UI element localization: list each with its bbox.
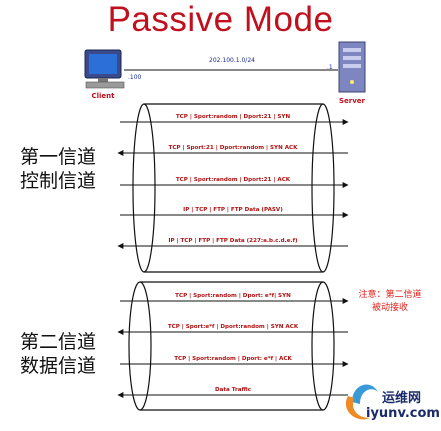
control-message-1: TCP | Sport:random | Dport:21 | SYN [176,114,291,120]
link-address: 202.100.1.0/24 [209,57,255,64]
diagram-title: Passive Mode [107,0,334,39]
control-channel-label: 第一信道 控制信道 [20,145,96,193]
control-channel-label-line2: 控制信道 [20,170,97,192]
control-message-3: TCP | Sport:random | Dport:21 | ACK [176,177,291,183]
server-host-address: .1 [327,64,333,71]
note-line2: 被动接收 [371,303,408,313]
data-channel-label: 第二信道 数据信道 [20,330,96,378]
control-message-4: IP | TCP | FTP | FTP Data (PASV) [183,207,283,213]
client-host-address: .100 [128,74,142,81]
control-channel-pipe [132,103,335,273]
note-line1: 注意：第二信道 [358,290,422,300]
client-label: Client [91,92,115,100]
data-channel-label-line1: 第二信道 [20,331,97,353]
control-message-5: IP | TCP | FTP | FTP Data (227:a.b.c.d.e… [168,238,298,244]
passive-note: 注意：第二信道 被动接收 [342,289,438,315]
data-message-4: Data Traffic [215,387,251,393]
watermark-cn: 运维网 [382,391,422,406]
data-channel-pipe [128,281,335,411]
control-message-2: TCP | Sport:21 | Dport:random | SYN ACK [169,145,299,151]
server-icon [338,41,366,93]
data-channel-label-line2: 数据信道 [20,355,97,377]
control-channel-label-line1: 第一信道 [20,146,97,168]
message-layer: TCP | Sport:random | Dport:21 | SYN TCP |… [117,114,349,398]
data-message-2: TCP | Sport:e*f | Dport:random | SYN ACK [168,324,299,330]
data-message-1: TCP | Sport:random | Dport: e*f| SYN [175,293,291,299]
server-label: Server [339,97,366,105]
watermark-logo [345,384,378,420]
data-message-3: TCP | Sport:random | Dport: e*f | ACK [174,356,292,362]
client-computer-icon [84,49,125,89]
watermark-url: iyunv.com [366,406,440,421]
